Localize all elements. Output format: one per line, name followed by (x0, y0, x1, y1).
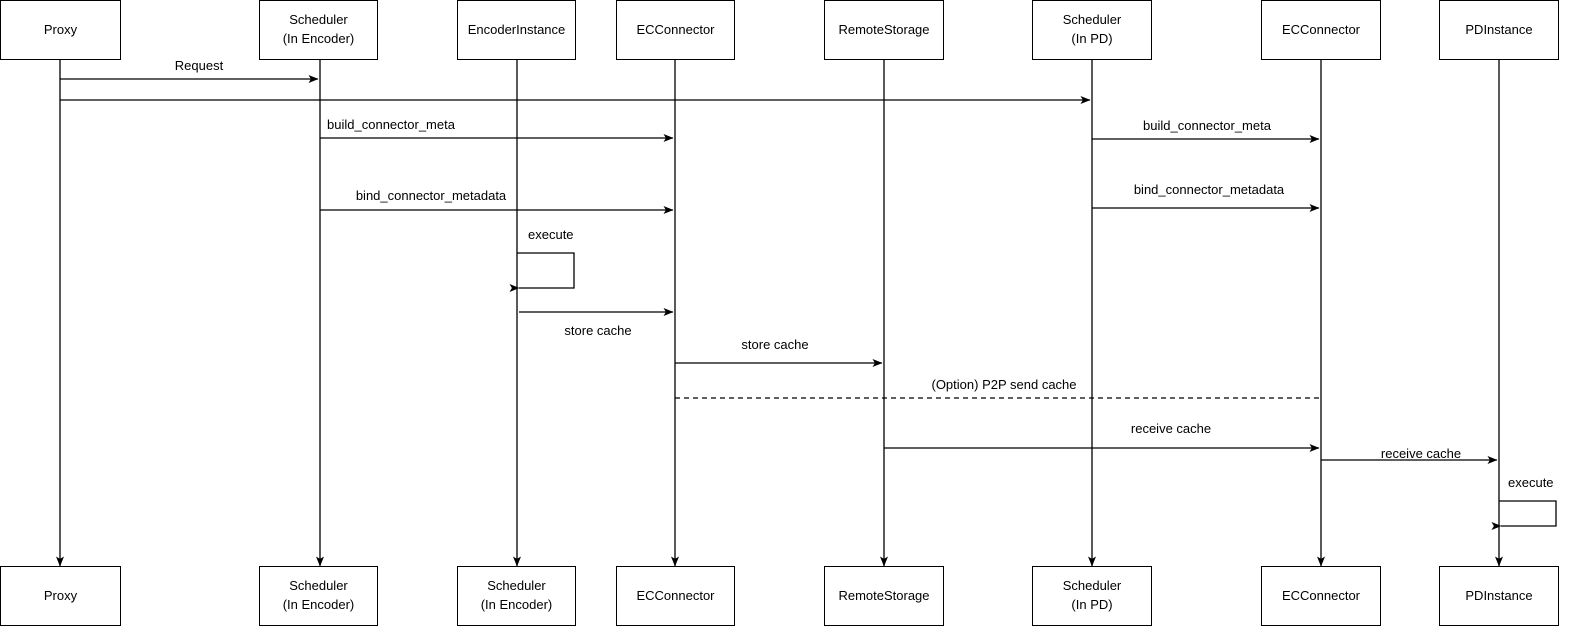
message-label-m5: bind_connector_metadata (355, 188, 507, 203)
participant-label: ECConnector (1281, 21, 1361, 37)
participant-label: Scheduler (In Encoder) (282, 578, 355, 612)
participant-label: Scheduler (In PD) (1062, 578, 1122, 612)
message-label-m8: store cache (741, 337, 809, 352)
participant-bottom-remote_store_b[interactable]: RemoteStorage (824, 566, 944, 626)
participant-label: ECConnector (1281, 587, 1361, 603)
participant-label: Scheduler (In Encoder) (282, 12, 355, 46)
participant-top-ec_conn_l[interactable]: ECConnector (616, 0, 735, 60)
participant-top-proxy[interactable]: Proxy (0, 0, 121, 60)
participant-bottom-pd_inst_b[interactable]: PDInstance (1439, 566, 1559, 626)
message-label-m3: build_connector_meta (327, 117, 455, 132)
messages-layer (60, 75, 1498, 464)
self-message-label-s2: execute (1508, 475, 1554, 490)
participant-label: Scheduler (In Encoder) (480, 578, 553, 612)
participant-label: PDInstance (1465, 21, 1533, 37)
participant-top-sched_enc[interactable]: Scheduler (In Encoder) (259, 0, 378, 60)
message-label-m9: (Option) P2P send cache (931, 377, 1077, 392)
participant-label: EncoderInstance (467, 21, 566, 37)
message-label-m1: Request (174, 58, 224, 73)
participant-bottom-sched_enc_b[interactable]: Scheduler (In Encoder) (259, 566, 378, 626)
self-messages-layer (509, 252, 1557, 530)
message-label-m11: receive cache (1380, 446, 1462, 461)
participant-label: Proxy (43, 587, 78, 603)
participant-top-encoder_inst[interactable]: EncoderInstance (457, 0, 576, 60)
message-label-m6: bind_connector_metadata (1133, 182, 1285, 197)
participant-label: ECConnector (636, 21, 715, 37)
participant-top-pd_inst[interactable]: PDInstance (1439, 0, 1559, 60)
lifelines-layer (56, 60, 1503, 567)
message-label-m7: store cache (564, 323, 632, 338)
participant-label: RemoteStorage (838, 21, 930, 37)
self-message-loop-s1 (509, 252, 575, 292)
message-label-m10: receive cache (1130, 421, 1212, 436)
participant-label: ECConnector (636, 587, 715, 603)
participant-label: Scheduler (In PD) (1062, 12, 1122, 46)
message-label-m4: build_connector_meta (1143, 118, 1271, 133)
participant-bottom-sched_pd_b[interactable]: Scheduler (In PD) (1032, 566, 1152, 626)
participant-bottom-ec_conn_l_b[interactable]: ECConnector (616, 566, 735, 626)
self-message-loop-s2 (1491, 500, 1557, 530)
participant-label: Proxy (43, 21, 78, 37)
participant-bottom-ec_conn_r_b[interactable]: ECConnector (1261, 566, 1381, 626)
participant-top-ec_conn_r[interactable]: ECConnector (1261, 0, 1381, 60)
participant-label: PDInstance (1465, 587, 1533, 603)
participant-bottom-encoder_inst_b[interactable]: Scheduler (In Encoder) (457, 566, 576, 626)
participant-top-remote_store[interactable]: RemoteStorage (824, 0, 944, 60)
participant-bottom-proxy_b[interactable]: Proxy (0, 566, 121, 626)
self-message-label-s1: execute (528, 227, 574, 242)
participant-top-sched_pd[interactable]: Scheduler (In PD) (1032, 0, 1152, 60)
participant-label: RemoteStorage (838, 587, 930, 603)
